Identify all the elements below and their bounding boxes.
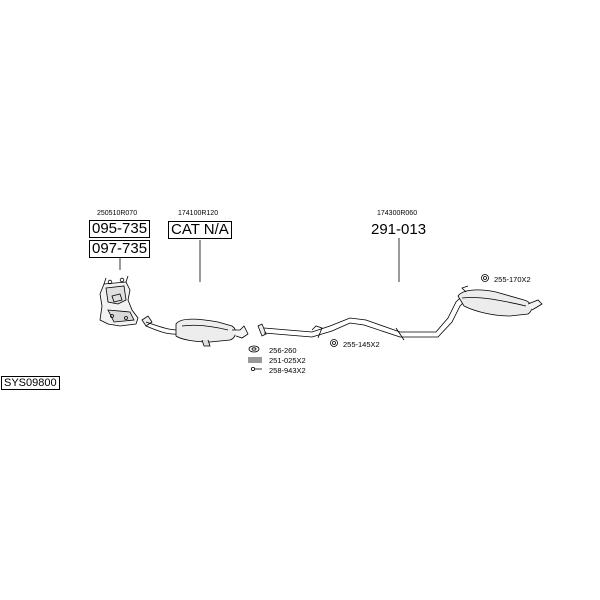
bolt-label: 258-943X2 (269, 366, 306, 375)
fitting-bolt-drawing (250, 366, 262, 371)
fitting-mid-hanger-drawing (330, 339, 338, 347)
catalyst-drawing (141, 315, 249, 347)
mid-hanger-label: 255-145X2 (343, 340, 380, 349)
gasket-label: 256-260 (269, 346, 297, 355)
fitting-gasket-drawing (248, 345, 260, 353)
fitting-rear-hanger-drawing (481, 274, 489, 282)
rear-section-oem: 174300R060 (377, 210, 418, 217)
front-pipe-drawing (99, 275, 139, 327)
front-pipe-code-2: 097-735 (89, 240, 151, 258)
fitting-spring-drawing (248, 357, 262, 363)
spring-label: 251-025X2 (269, 356, 306, 365)
catalyst-code: CAT N/A (168, 221, 232, 239)
front-pipe-code-1: 095-735 (89, 220, 151, 238)
system-code: SYS09800 (1, 376, 60, 390)
catalyst-oem: 174100R120 (178, 210, 219, 217)
rear-section-code: 291-013 (371, 221, 427, 238)
front-pipe-oem: 250510R070 (97, 210, 138, 217)
rear-hanger-label: 255-170X2 (494, 275, 531, 284)
mid-rear-pipe-drawing (257, 285, 543, 341)
